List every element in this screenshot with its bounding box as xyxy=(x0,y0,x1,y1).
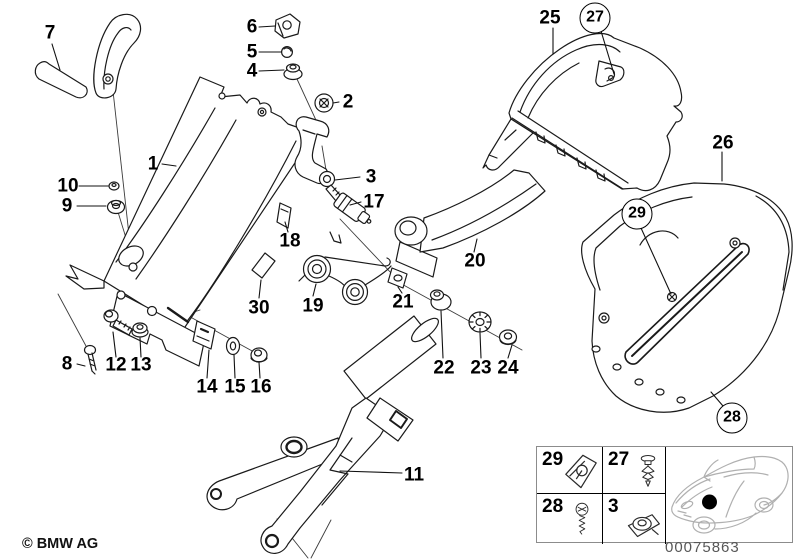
part-15-washer xyxy=(225,336,241,356)
part-label-17[interactable]: 17 xyxy=(363,191,385,213)
part-13-nut xyxy=(131,322,149,338)
part-25-upper-shroud xyxy=(482,32,683,192)
part-label-23[interactable]: 23 xyxy=(470,357,492,379)
clip-nut-icon xyxy=(565,454,597,489)
legend-cell-3[interactable]: 3 xyxy=(603,494,666,544)
part-label-14[interactable]: 14 xyxy=(196,376,218,398)
part-6-nut xyxy=(274,13,301,39)
part-17-ignition-switch xyxy=(333,192,372,225)
part-3-bolt xyxy=(318,170,342,202)
legend-cell-28[interactable]: 28 xyxy=(537,494,603,544)
part-12-screw xyxy=(103,309,133,336)
tapping-screw-icon xyxy=(575,502,589,535)
part-26-lower-shroud xyxy=(581,182,793,413)
copyright-text: © BMW AG xyxy=(22,536,99,552)
part-2-screw xyxy=(314,93,334,113)
part-5-ball-nut xyxy=(281,45,294,58)
part-label-16[interactable]: 16 xyxy=(250,376,272,398)
part-4-grommet xyxy=(283,63,303,81)
image-number: 00075863 xyxy=(665,539,740,556)
legend-number: 27 xyxy=(608,449,630,470)
expanding-rivet-icon xyxy=(640,455,656,487)
part-1-bracket xyxy=(65,76,342,367)
part-label-24[interactable]: 24 xyxy=(497,357,519,379)
part-label-10[interactable]: 10 xyxy=(57,175,79,197)
leader-lines xyxy=(51,25,724,474)
balloon-28[interactable]: 28 xyxy=(716,402,748,434)
balloon-29[interactable]: 29 xyxy=(621,198,653,230)
part-label-6[interactable]: 6 xyxy=(246,16,258,38)
lock-clamp xyxy=(294,116,330,185)
legend-cell-29[interactable]: 29 xyxy=(537,447,603,494)
part-label-1[interactable]: 1 xyxy=(147,153,159,175)
legend-number: 28 xyxy=(542,496,564,517)
part-30-plate xyxy=(251,252,276,279)
part-label-9[interactable]: 9 xyxy=(61,195,73,217)
part-10-nut xyxy=(108,181,120,191)
balloon-27[interactable]: 27 xyxy=(579,2,611,34)
part-7-strap xyxy=(34,13,142,99)
part-label-4[interactable]: 4 xyxy=(246,60,258,82)
part-20-release-lever xyxy=(394,169,546,278)
part-19-spring xyxy=(298,254,392,306)
part-label-8[interactable]: 8 xyxy=(61,353,73,375)
fastener-legend: 29 27 xyxy=(536,446,793,544)
part-label-20[interactable]: 20 xyxy=(464,250,486,272)
part-16-nut xyxy=(250,347,268,363)
legend-cell-27[interactable]: 27 xyxy=(603,447,666,494)
legend-number: 3 xyxy=(608,496,619,517)
part-label-26[interactable]: 26 xyxy=(712,132,734,154)
cage-nut-icon xyxy=(627,514,660,538)
part-label-19[interactable]: 19 xyxy=(302,295,324,317)
car-locator xyxy=(666,447,792,542)
part-22-bushing xyxy=(429,289,452,311)
part-label-25[interactable]: 25 xyxy=(539,7,561,29)
part-9-grommet xyxy=(106,199,126,215)
part-label-11[interactable]: 11 xyxy=(403,464,425,486)
part-label-21[interactable]: 21 xyxy=(392,291,414,313)
part-11-column-housing xyxy=(206,315,439,554)
part-label-7[interactable]: 7 xyxy=(44,22,56,44)
part-label-15[interactable]: 15 xyxy=(224,376,246,398)
part-14-clamp-nut xyxy=(192,320,216,350)
part-label-18[interactable]: 18 xyxy=(279,230,301,252)
part-label-12[interactable]: 12 xyxy=(105,354,127,376)
part-label-22[interactable]: 22 xyxy=(433,357,455,379)
part-label-2[interactable]: 2 xyxy=(342,91,354,113)
part-label-5[interactable]: 5 xyxy=(246,41,258,63)
part-8-screw xyxy=(83,344,97,375)
legend-number: 29 xyxy=(542,449,564,470)
part-label-30[interactable]: 30 xyxy=(248,297,270,319)
part-24-nut xyxy=(498,329,518,346)
part-18-clip xyxy=(276,202,292,229)
part-21-bushing xyxy=(387,267,408,289)
part-23-serrated-washer xyxy=(468,311,492,333)
part-label-13[interactable]: 13 xyxy=(130,354,152,376)
car-silhouette-icon xyxy=(671,455,789,534)
part-label-3[interactable]: 3 xyxy=(365,166,377,188)
location-dot xyxy=(702,494,717,510)
